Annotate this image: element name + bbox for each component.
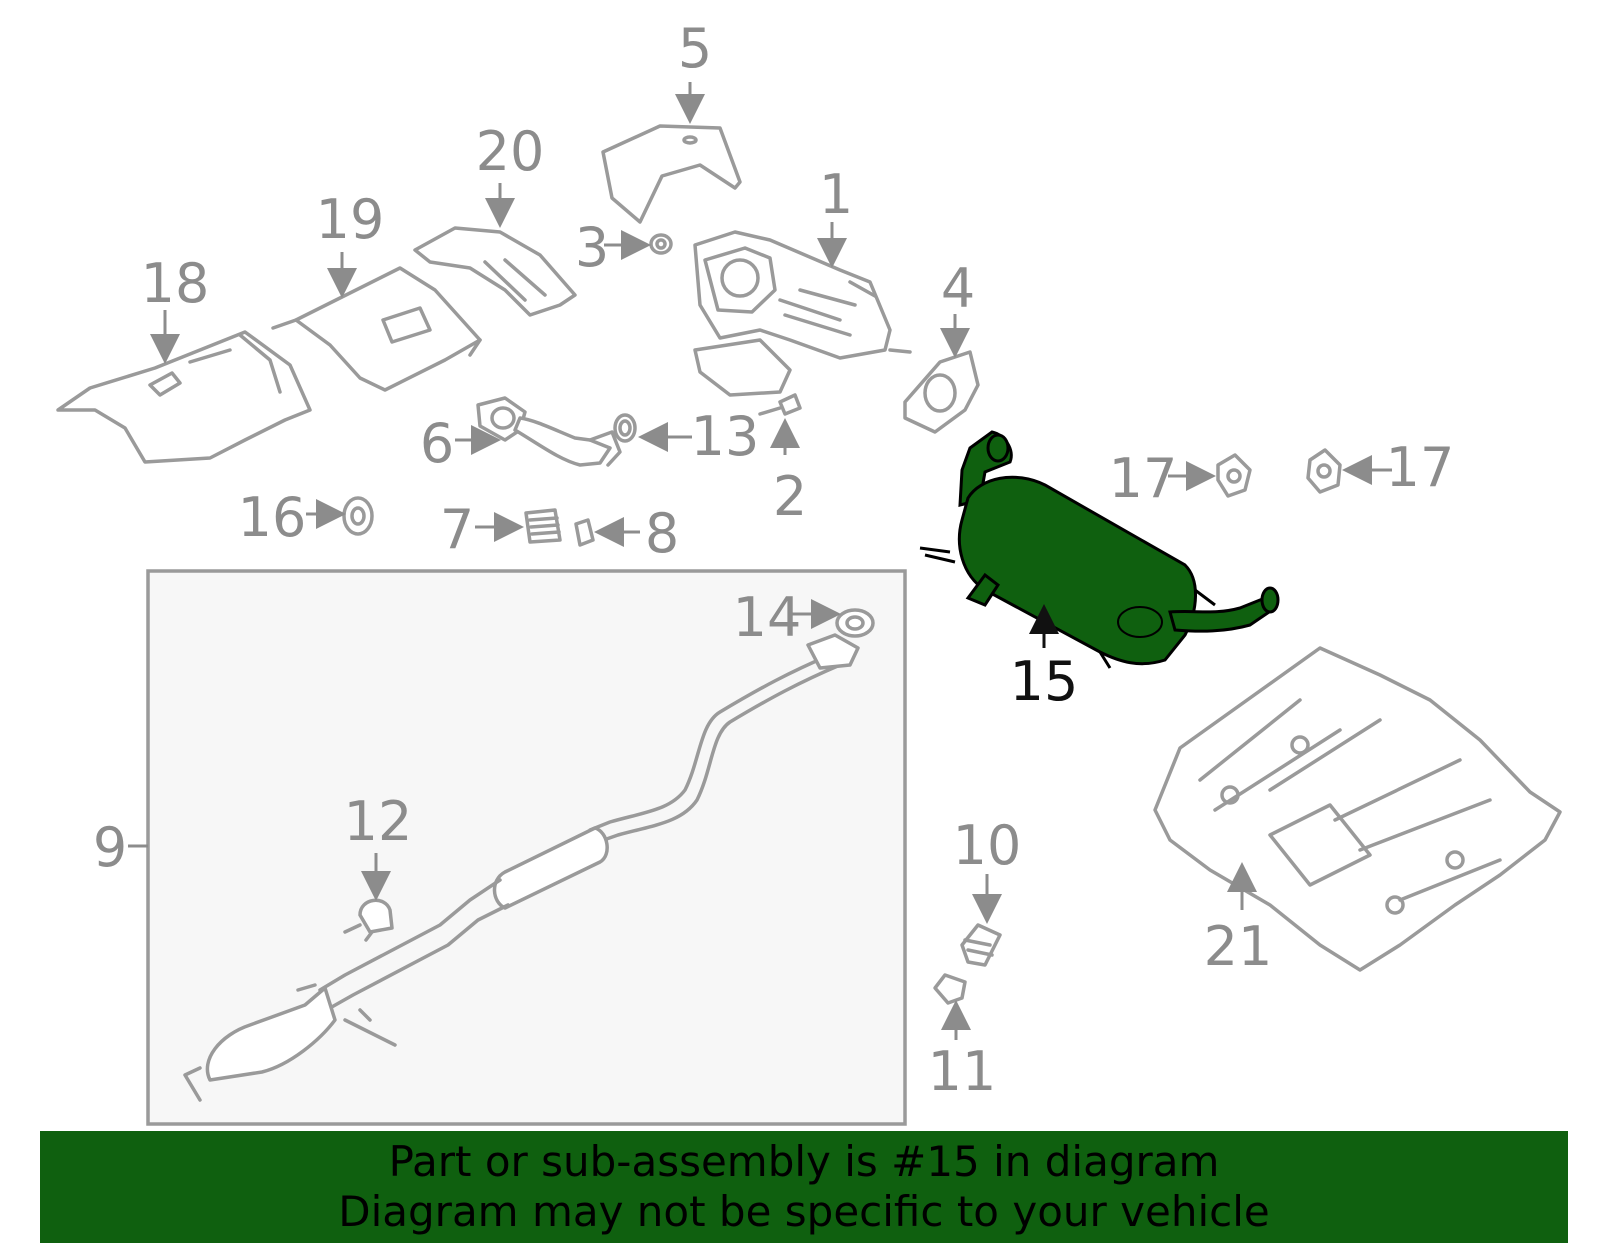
callout-8: 8 <box>645 502 679 565</box>
callout-15: 15 <box>1010 650 1079 713</box>
part-14-gasket[interactable] <box>835 608 875 638</box>
callout-9: 9 <box>93 816 127 879</box>
callout-19: 19 <box>316 188 385 251</box>
part-4-gasket[interactable] <box>903 350 980 434</box>
part-2-bolt[interactable] <box>758 393 802 416</box>
callout-21: 21 <box>1204 915 1273 978</box>
callout-11: 11 <box>928 1040 997 1103</box>
part-17-hanger-left[interactable] <box>1216 453 1252 498</box>
callout-1: 1 <box>819 163 853 226</box>
part-11-nut[interactable] <box>933 973 967 1005</box>
part-8-nut[interactable] <box>574 518 595 547</box>
callout-20: 20 <box>476 120 545 183</box>
callout-17-right: 17 <box>1386 436 1455 499</box>
part-18-heat-shield[interactable] <box>56 330 312 464</box>
part-1-exhaust-manifold[interactable] <box>693 230 912 397</box>
exhaust-parts-diagram: 1 2 3 4 5 6 7 8 9 10 11 12 13 14 15 16 1… <box>56 17 1562 1126</box>
part-12-clamp[interactable] <box>343 898 394 942</box>
callout-5: 5 <box>678 17 712 80</box>
part-13-gasket-ring[interactable] <box>613 413 637 443</box>
callout-3: 3 <box>575 216 609 279</box>
banner-line-2: Diagram may not be specific to your vehi… <box>338 1187 1270 1236</box>
part-20-heat-shield[interactable] <box>413 226 577 317</box>
callout-2: 2 <box>773 465 807 528</box>
part-6-front-pipe[interactable] <box>476 396 622 467</box>
callout-4: 4 <box>941 257 975 320</box>
part-15-muffler[interactable] <box>919 430 1280 669</box>
part-7-spring[interactable] <box>524 508 562 544</box>
callout-18: 18 <box>141 252 210 315</box>
callout-14: 14 <box>733 586 802 649</box>
callout-7: 7 <box>440 498 474 561</box>
part-9-exhaust-pipe-assembly[interactable] <box>183 633 860 1102</box>
callout-12: 12 <box>344 790 413 853</box>
callout-6: 6 <box>420 412 454 475</box>
part-17-hanger-right[interactable] <box>1306 448 1342 494</box>
banner-line-1: Part or sub-assembly is #15 in diagram <box>388 1137 1220 1186</box>
part-16-hanger[interactable] <box>342 496 374 536</box>
part-5-heat-shield[interactable] <box>601 124 742 224</box>
callout-16: 16 <box>238 486 307 549</box>
part-10-spring[interactable] <box>960 923 1002 967</box>
part-3-nut[interactable] <box>649 233 673 255</box>
callout-13: 13 <box>691 405 760 468</box>
part-notice-banner: Part or sub-assembly is #15 in diagram D… <box>40 1131 1568 1243</box>
callout-17-left: 17 <box>1109 447 1178 510</box>
callout-10: 10 <box>953 814 1022 877</box>
part-19-heat-shield[interactable] <box>271 266 482 392</box>
